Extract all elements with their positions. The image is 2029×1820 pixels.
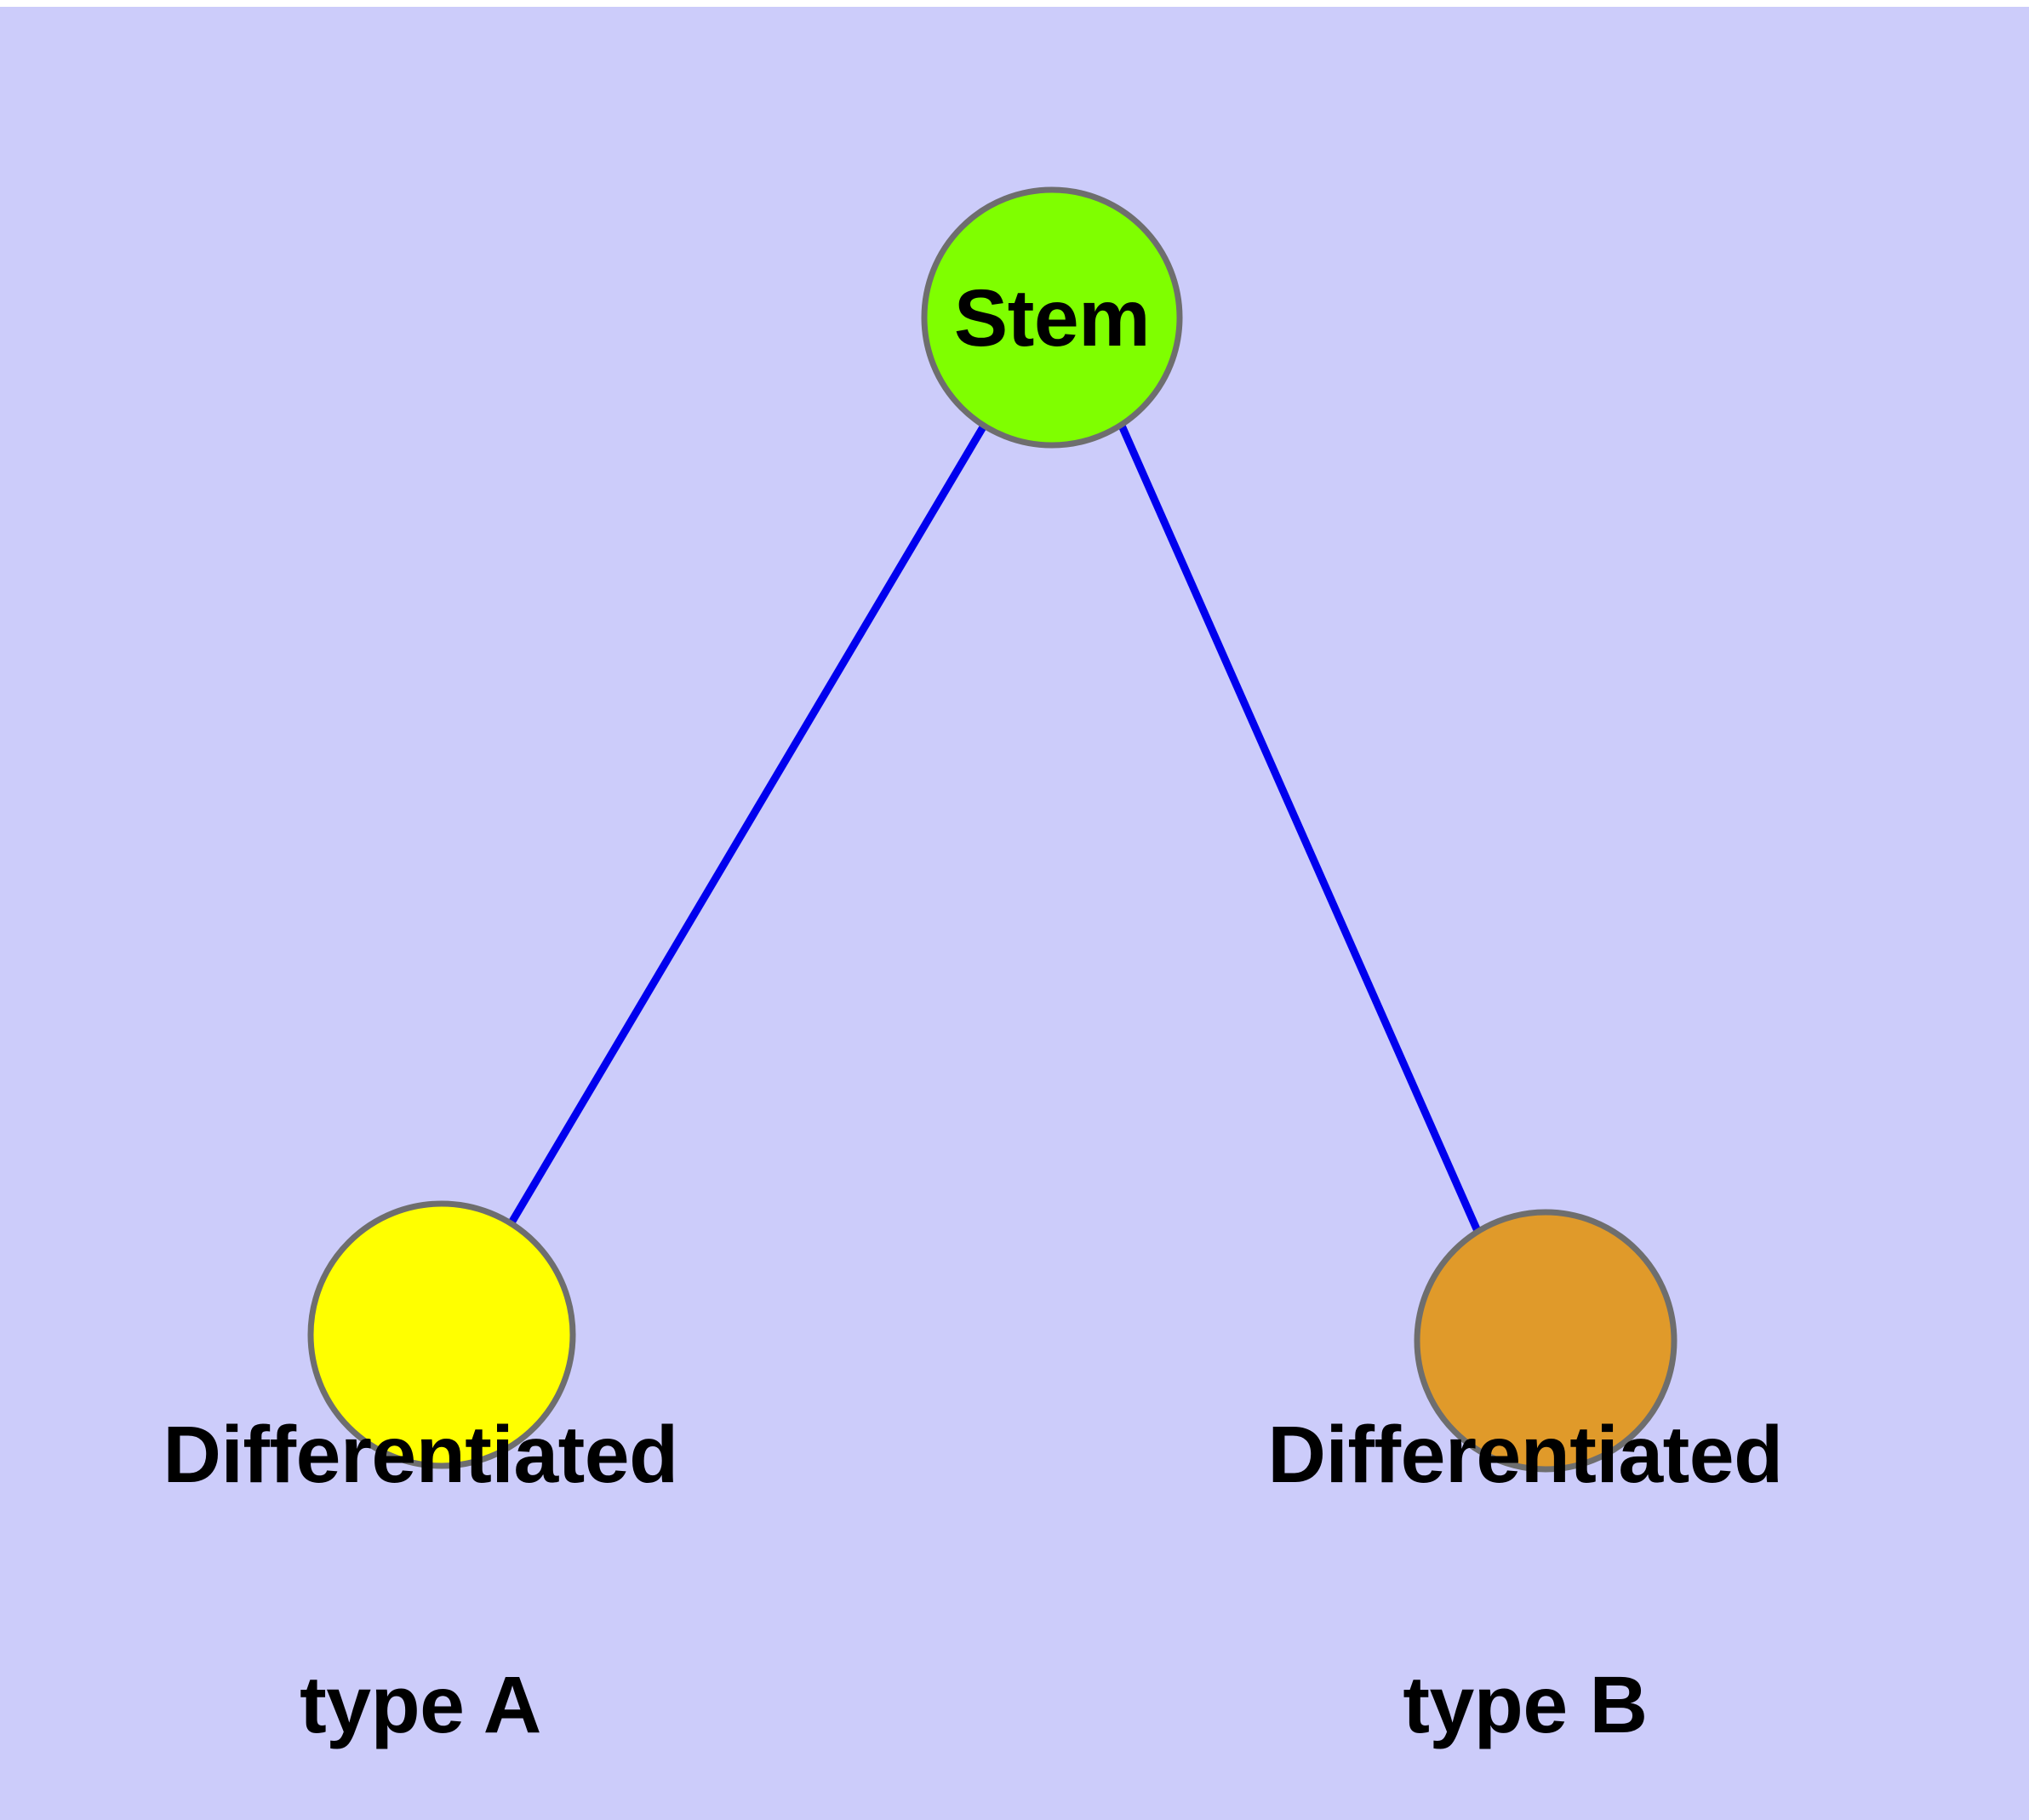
- nodes-layer: [307, 186, 1677, 1473]
- edges-layer: [507, 423, 1482, 1233]
- node-label-stem: Stem: [953, 273, 1151, 363]
- node-label-line-2: type A: [300, 1660, 541, 1750]
- node-differentiated-type-a[interactable]: [307, 1200, 576, 1469]
- node-label-line-2: type B: [1403, 1660, 1648, 1750]
- node-label-differentiated-type-a: Differentiated type A: [80, 1246, 761, 1820]
- node-stem[interactable]: [921, 186, 1183, 449]
- node-differentiated-type-b[interactable]: [1414, 1209, 1677, 1473]
- node-label-line-1: Differentiated: [163, 1410, 678, 1500]
- edge-stem-to-differentiated-type-b[interactable]: [1117, 424, 1482, 1233]
- node-label-line-1: Differentiated: [1267, 1410, 1783, 1500]
- edge-stem-to-differentiated-type-a[interactable]: [507, 423, 987, 1227]
- node-label-differentiated-type-b: Differentiated type B: [1185, 1246, 1866, 1820]
